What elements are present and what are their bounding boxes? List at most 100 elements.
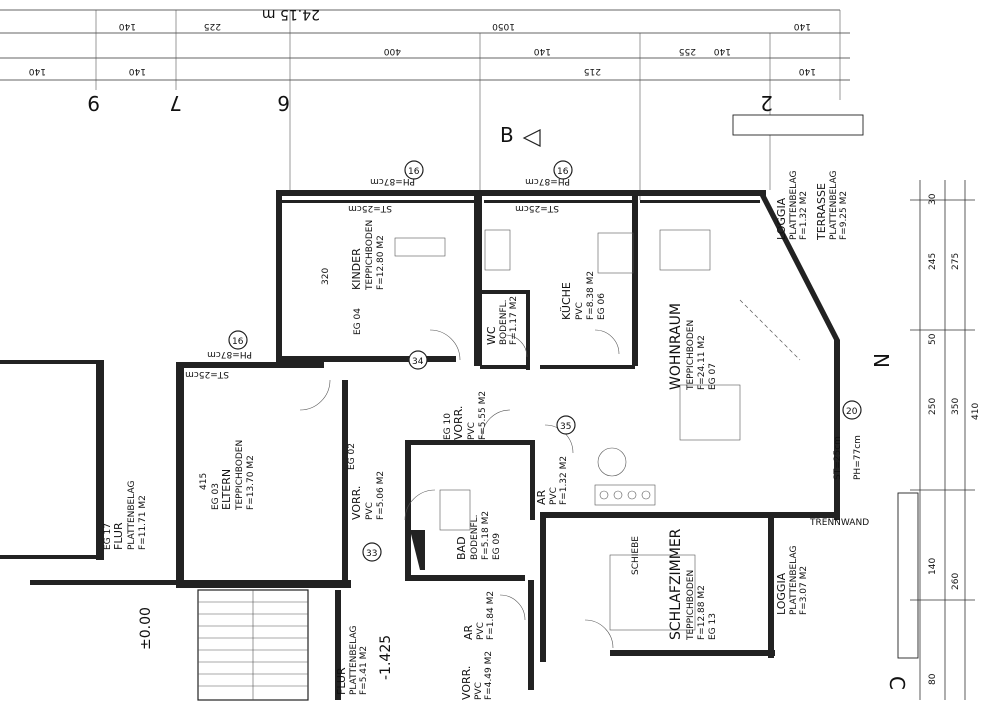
- door-marker: 35: [560, 422, 571, 432]
- right-dimension-lines: 30 245 275 50 250 410 350 140 260 80: [910, 180, 981, 700]
- room-ar-eg08: AR PVC F=1.32 M2: [535, 456, 569, 505]
- level-label: ±0.00: [138, 607, 154, 650]
- room-name: AR: [462, 624, 475, 640]
- dim-label: 260: [951, 573, 961, 590]
- room-area: F=1.32 M2: [559, 456, 569, 505]
- room-area: F=9.25 M2: [839, 191, 849, 240]
- room-id: EG 17: [103, 523, 113, 550]
- room-area: F=24.11 M2: [697, 335, 707, 390]
- room-name: WC: [485, 326, 498, 345]
- dim-label: 350: [951, 398, 961, 415]
- room-vorr-eg11: VORR. PVC F=4.49 M2: [460, 651, 494, 700]
- dim-label: 140: [799, 66, 816, 76]
- room-floor: PVC: [476, 622, 486, 640]
- room-kueche: KÜCHE PVC F=8.38 M2 EG 06: [560, 271, 607, 320]
- room-floor: PLATTENBELAG: [789, 546, 799, 615]
- dim-label: 140: [794, 21, 811, 31]
- parapet-height: PH=87cm: [207, 349, 252, 359]
- room-id: EG 02: [347, 443, 357, 470]
- dim-label: 140: [534, 46, 551, 56]
- room-name: VORR.: [350, 486, 363, 520]
- room-flur-eg17: FLUR PLATTENBELAG F=11.71 M2 EG 17: [103, 481, 148, 550]
- walls: [0, 114, 919, 700]
- room-floor: BODENFL.: [499, 299, 509, 345]
- room-name: FLUR: [335, 667, 348, 695]
- room-area: F=13.70 M2: [246, 455, 256, 510]
- overall-dimension: 24.15 m: [262, 6, 320, 22]
- room-floor: TEPPICHBODEN: [365, 220, 375, 291]
- room-area: F=5.55 M2: [478, 391, 488, 440]
- room-name: KÜCHE: [560, 282, 573, 320]
- sill-label: ST=25cm: [833, 436, 843, 480]
- room-name: LOGGIA: [775, 197, 788, 240]
- top-dim-labels: 140 225 1050 140 400 140 140 140 215 255…: [29, 21, 816, 76]
- section-arrow-icon: [522, 129, 541, 147]
- room-vorr-eg02: VORR. PVC F=5.06 M2 EG 02: [347, 443, 386, 520]
- dim-label: 415: [199, 473, 209, 490]
- top-dimension-lines: [0, 9, 850, 200]
- room-name: FLUR: [112, 522, 125, 550]
- room-floor: BODENFL.: [470, 514, 480, 560]
- room-floor: PLATTENBELAG: [829, 171, 839, 240]
- misc-label: TRENNWAND: [809, 518, 869, 528]
- level-label: -1.425: [378, 635, 394, 680]
- room-area: F=8.38 M2: [586, 271, 596, 320]
- room-area: F=12.80 M2: [376, 235, 386, 290]
- dim-label: 215: [584, 66, 601, 76]
- room-ar-eg12: AR PVC F=1.84 M2: [462, 591, 496, 640]
- room-kinder: KINDER TEPPICHBODEN F=12.80 M2 EG 04: [350, 220, 386, 335]
- dim-label: 50: [928, 333, 938, 345]
- window-marker: 16: [557, 167, 569, 177]
- axis-label: 2: [760, 91, 773, 115]
- room-eltern: ELTERN TEPPICHBODEN F=13.70 M2 EG 03: [211, 440, 256, 511]
- axis-label: C: [885, 676, 909, 690]
- axis-label: N: [869, 353, 893, 368]
- room-floor: PLATTENBELAG: [127, 481, 137, 550]
- parapet-height: PH=77cm: [853, 435, 863, 480]
- room-loggia-eg13a: LOGGIA PLATTENBELAG F=3.07 M2: [775, 546, 809, 615]
- room-name: ELTERN: [220, 469, 233, 510]
- room-id: EG 13: [708, 613, 718, 640]
- dim-label: 140: [119, 21, 136, 31]
- dim-label: 245: [928, 253, 938, 270]
- dim-label: 1050: [492, 21, 515, 31]
- room-floor: PVC: [474, 682, 484, 700]
- marker-circles: 16 16 16 20 34 33 35: [228, 160, 862, 562]
- dim-label: 255: [679, 46, 696, 56]
- door-marker: 34: [412, 357, 424, 367]
- room-floor: TEPPICHBODEN: [686, 570, 696, 641]
- misc-label: SCHIEBE: [631, 536, 641, 575]
- room-name: AR: [535, 489, 548, 505]
- room-floor: PLATTENBELAG: [789, 171, 799, 240]
- room-name: BAD: [455, 536, 468, 560]
- room-bad: BAD BODENFL. F=5.18 M2 EG 09: [455, 511, 502, 560]
- room-floor: TEPPICHBODEN: [686, 320, 696, 391]
- room-name: VORR.: [452, 406, 465, 440]
- parapet-height: PH=87cm: [525, 176, 570, 186]
- room-area: F=1.32 M2: [799, 191, 809, 240]
- room-name: KINDER: [350, 248, 363, 290]
- sill-label: ST=25cm: [515, 203, 559, 213]
- dim-label: 140: [928, 558, 938, 575]
- dim-label: 250: [928, 398, 938, 415]
- room-vorr-eg10: VORR. PVC F=5.55 M2 EG 10: [443, 391, 488, 440]
- axis-label: B: [500, 123, 514, 147]
- door-swings: [299, 299, 801, 649]
- room-area: F=4.49 M2: [484, 651, 494, 700]
- room-area: F=11.71 M2: [138, 495, 148, 550]
- room-floor: PVC: [365, 502, 375, 520]
- room-id: EG 09: [492, 533, 502, 560]
- room-area: F=3.07 M2: [799, 566, 809, 615]
- room-name: SCHLAFZIMMER: [668, 528, 684, 640]
- room-name: TERRASSE: [815, 183, 828, 241]
- room-area: F=5.41 M2: [359, 646, 369, 695]
- room-floor: PVC: [549, 487, 559, 505]
- door-marker: 33: [366, 549, 377, 559]
- furniture: [394, 229, 741, 631]
- room-id: EG 06: [597, 293, 607, 320]
- room-floor: PVC: [575, 302, 585, 320]
- room-area: F=5.18 M2: [481, 511, 491, 560]
- room-wc: WC BODENFL. F=1.17 M2: [485, 296, 519, 345]
- room-loggia-eg14: LOGGIA PLATTENBELAG F=1.32 M2: [775, 171, 809, 240]
